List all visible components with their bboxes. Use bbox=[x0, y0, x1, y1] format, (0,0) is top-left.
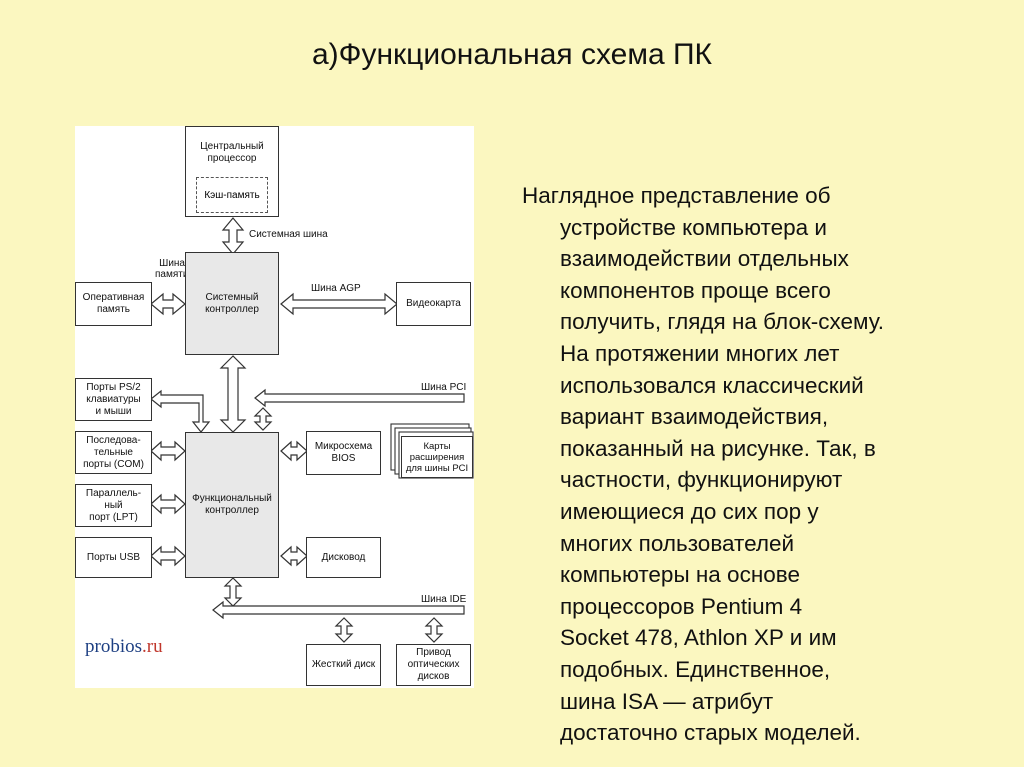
text-line: показанный на рисунке. Так, в bbox=[560, 435, 876, 461]
video-card-box: Видеокарта bbox=[396, 282, 471, 326]
arrow-usb bbox=[150, 545, 186, 567]
hard-disk-label: Жесткий диск bbox=[311, 659, 376, 670]
watermark-domain: .ru bbox=[142, 636, 163, 657]
system-controller-box: Системный контроллер bbox=[185, 252, 279, 355]
text-line: Socket 478, Athlon XP и им bbox=[560, 625, 837, 651]
text-line: имеющиеся до сих пор у bbox=[560, 498, 819, 524]
optical-drive-box: Привод оптических дисков bbox=[396, 644, 471, 686]
arrow-system-bus bbox=[221, 217, 245, 255]
optical-drive-label: Привод оптических дисков bbox=[407, 647, 460, 682]
text-line: процессоров Pentium 4 bbox=[560, 593, 803, 619]
text-line: взаимодействии отдельных bbox=[560, 246, 849, 272]
arrow-ps2 bbox=[150, 389, 211, 433]
cache-box: Кэш-память bbox=[196, 177, 268, 213]
text-line: использовался классический bbox=[560, 372, 864, 398]
arrow-optical bbox=[424, 617, 444, 643]
hard-disk-box: Жесткий диск bbox=[306, 644, 381, 686]
pc-functional-diagram: Центральный процессор Кэш-память Системн… bbox=[75, 126, 474, 688]
text-line: частности, функционируют bbox=[560, 467, 843, 493]
pci-cards-label: Карты расширения для шины PCI bbox=[405, 440, 469, 474]
text-line: устройстве компьютера и bbox=[560, 214, 827, 240]
text-line: получить, глядя на блок-схему. bbox=[560, 309, 885, 335]
bios-box: Микросхема BIOS bbox=[306, 431, 381, 475]
text-line: На протяжении многих лет bbox=[560, 340, 840, 366]
arrow-hub-link bbox=[219, 355, 247, 433]
functional-controller-label: Функциональный контроллер bbox=[192, 493, 272, 516]
pci-cards-box: Карты расширения для шины PCI bbox=[401, 436, 473, 478]
cpu-box: Центральный процессор bbox=[185, 126, 279, 217]
arrow-lpt bbox=[150, 493, 186, 515]
arrow-pci-down bbox=[253, 407, 273, 431]
bios-label: Микросхема BIOS bbox=[314, 441, 373, 464]
parallel-port-label: Параллель- ный порт (LPT) bbox=[85, 487, 142, 523]
pci-bus-label: Шина PCI bbox=[421, 382, 467, 393]
ide-bus-bar bbox=[212, 600, 465, 620]
arrow-bios bbox=[280, 440, 308, 462]
watermark-name: probios bbox=[85, 636, 142, 657]
arrow-com bbox=[150, 440, 186, 462]
parallel-port-box: Параллель- ный порт (LPT) bbox=[75, 484, 152, 527]
video-card-label: Видеокарта bbox=[406, 298, 461, 309]
arrow-hdd bbox=[334, 617, 354, 643]
slide-title: а)Функциональная схема ПК bbox=[311, 38, 713, 71]
usb-ports-box: Порты USB bbox=[75, 537, 152, 578]
text-line: шина ISA — атрибут bbox=[560, 688, 774, 714]
disk-drive-box: Дисковод bbox=[306, 537, 381, 578]
memory-bus-label: Шина памяти bbox=[155, 258, 189, 280]
text-line: компонентов проще всего bbox=[560, 277, 831, 303]
text-line: подобных. Единственное, bbox=[560, 656, 831, 682]
description-text: Наглядное представление об устройстве ко… bbox=[522, 180, 992, 749]
arrow-ide-link bbox=[223, 577, 243, 607]
ram-label: Оперативная память bbox=[82, 292, 145, 315]
arrow-agp bbox=[280, 292, 398, 316]
text-line: вариант взаимодействия, bbox=[560, 404, 829, 430]
ide-bus-label: Шина IDE bbox=[421, 594, 467, 605]
system-controller-label: Системный контроллер bbox=[205, 291, 259, 315]
arrow-memory-bus bbox=[150, 292, 186, 316]
watermark-logo: probios.ru bbox=[85, 636, 163, 658]
pci-bus-bar bbox=[254, 388, 465, 408]
arrow-fdd bbox=[280, 545, 308, 567]
system-bus-label: Системная шина bbox=[249, 229, 328, 240]
serial-ports-label: Последова- тельные порты (COM) bbox=[83, 434, 144, 470]
disk-drive-label: Дисковод bbox=[321, 551, 366, 563]
agp-bus-label: Шина AGP bbox=[311, 283, 361, 294]
ram-box: Оперативная память bbox=[75, 282, 152, 326]
ps2-ports-box: Порты PS/2 клавиатуры и мыши bbox=[75, 378, 152, 421]
text-line: достаточно старых моделей. bbox=[560, 720, 861, 746]
text-line: компьютеры на основе bbox=[560, 562, 800, 588]
ps2-ports-label: Порты PS/2 клавиатуры и мыши bbox=[86, 381, 141, 417]
functional-controller-box: Функциональный контроллер bbox=[185, 432, 279, 578]
serial-ports-box: Последова- тельные порты (COM) bbox=[75, 431, 152, 474]
text-line: Наглядное представление об bbox=[522, 183, 831, 208]
usb-ports-label: Порты USB bbox=[86, 551, 141, 563]
text-line: многих пользователей bbox=[560, 530, 795, 556]
cpu-label: Центральный процессор bbox=[200, 141, 264, 164]
cache-label: Кэш-память bbox=[204, 189, 260, 201]
